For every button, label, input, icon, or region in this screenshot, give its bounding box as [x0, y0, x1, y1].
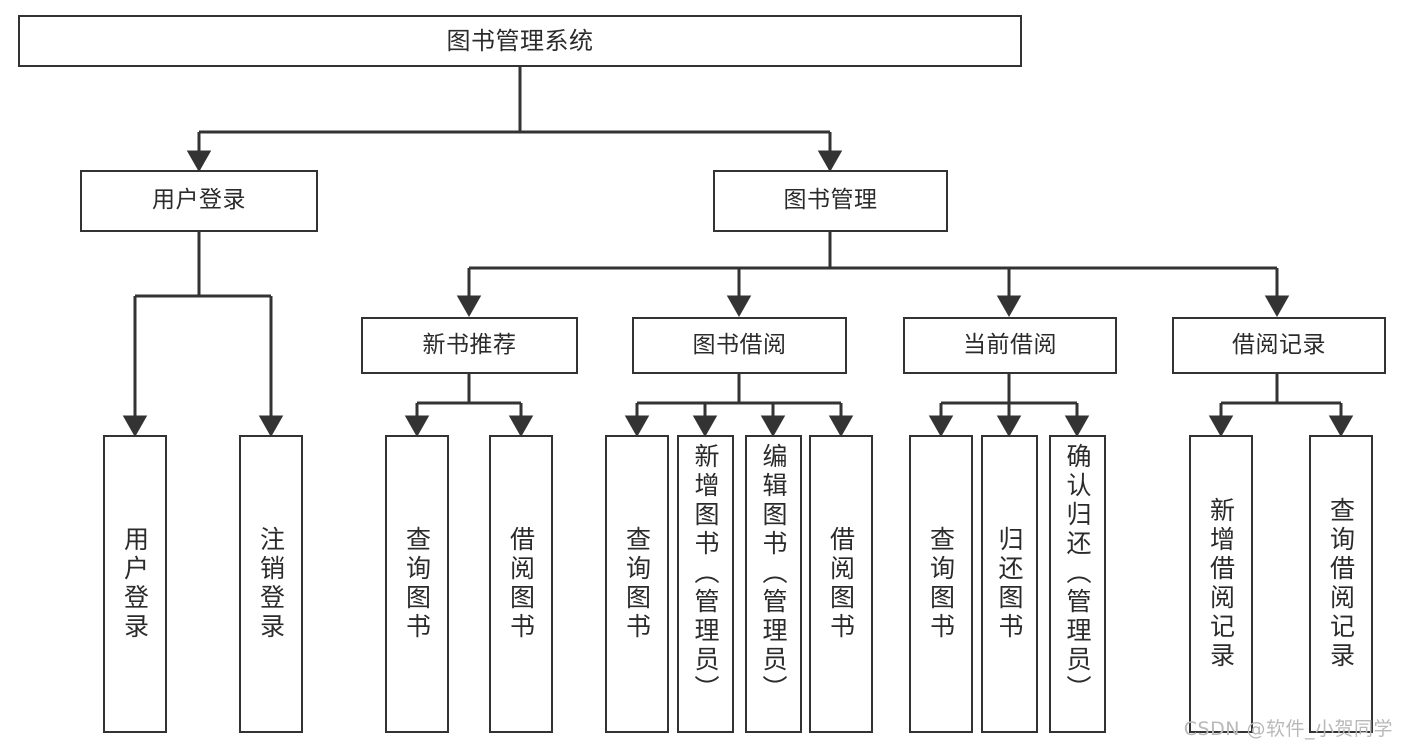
node-label: 图书管理系统 [446, 26, 594, 55]
node-book-borrow[interactable]: 图书借阅 [632, 317, 847, 374]
node-label: 用户登录 [120, 526, 150, 642]
node-label: 查询借阅记录 [1326, 497, 1356, 671]
node-label: 编辑图书（管理员） [759, 443, 788, 704]
leaf-return-book[interactable]: 归还图书 [981, 435, 1038, 733]
node-label: 当前借阅 [963, 331, 1057, 358]
node-root-book-management-system[interactable]: 图书管理系统 [18, 15, 1022, 67]
node-label: 新增图书（管理员） [691, 443, 720, 704]
leaf-borrow-book-1[interactable]: 借阅图书 [489, 435, 553, 733]
leaf-edit-book-admin[interactable]: 编辑图书（管理员） [745, 435, 802, 733]
node-borrow-record[interactable]: 借阅记录 [1172, 317, 1386, 374]
node-label: 查询图书 [926, 526, 956, 642]
leaf-query-borrow-record[interactable]: 查询借阅记录 [1309, 435, 1373, 733]
node-label: 新书推荐 [422, 331, 517, 358]
node-label: 查询图书 [622, 526, 652, 642]
node-label: 注销登录 [256, 526, 286, 642]
leaf-user-login[interactable]: 用户登录 [103, 435, 167, 733]
leaf-query-book-3[interactable]: 查询图书 [909, 435, 973, 733]
node-label: 确认归还（管理员） [1063, 443, 1092, 704]
leaf-add-book-admin[interactable]: 新增图书（管理员） [677, 435, 734, 733]
leaf-add-borrow-record[interactable]: 新增借阅记录 [1189, 435, 1253, 733]
leaf-borrow-book-2[interactable]: 借阅图书 [809, 435, 873, 733]
node-label: 图书借阅 [692, 331, 787, 358]
node-label: 新增借阅记录 [1206, 497, 1236, 671]
node-label: 图书管理 [783, 187, 878, 214]
node-label: 用户登录 [152, 187, 246, 214]
leaf-query-book-2[interactable]: 查询图书 [605, 435, 669, 733]
node-label: 借阅图书 [826, 526, 856, 642]
node-label: 归还图书 [995, 526, 1024, 642]
node-book-management[interactable]: 图书管理 [713, 170, 948, 232]
leaf-logout-login[interactable]: 注销登录 [239, 435, 303, 733]
leaf-query-book-1[interactable]: 查询图书 [385, 435, 449, 733]
node-label: 借阅记录 [1232, 331, 1326, 358]
node-user-login[interactable]: 用户登录 [80, 170, 318, 232]
node-label: 查询图书 [402, 526, 432, 642]
node-new-book-recommend[interactable]: 新书推荐 [361, 317, 578, 374]
node-label: 借阅图书 [506, 526, 536, 642]
leaf-confirm-return-admin[interactable]: 确认归还（管理员） [1049, 435, 1106, 733]
csdn-watermark: CSDN @软件_小贺同学 [1183, 718, 1393, 740]
node-current-borrow[interactable]: 当前借阅 [903, 317, 1117, 374]
